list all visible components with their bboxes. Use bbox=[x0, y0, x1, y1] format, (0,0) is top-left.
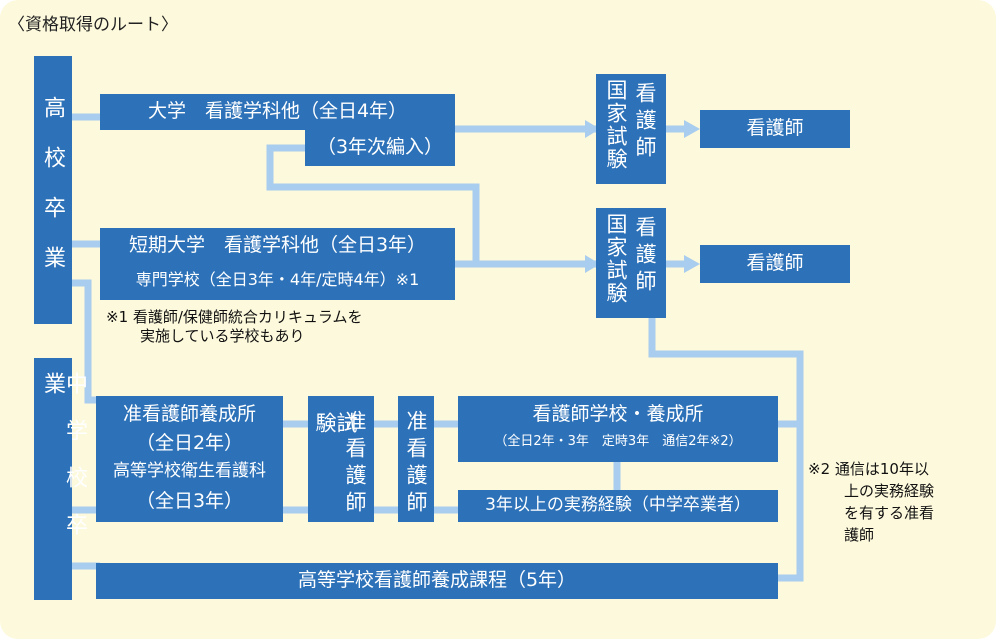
nurse-result-2-label: 看護師 bbox=[746, 252, 804, 274]
transfer-label: （3年次編入） bbox=[316, 136, 444, 158]
note-1-line-1: ※1 看護師/保健師統合カリキュラムを bbox=[106, 308, 363, 326]
assoc-exam-label-a: 試験 bbox=[313, 412, 358, 481]
assoc-training-line-3: 高等学校衛生看護科 bbox=[113, 461, 266, 481]
nursing-school-sub-label: （全日2年・3年 定時3年 通信2年※2） bbox=[494, 434, 742, 449]
note-2-line-3: を有する准看 bbox=[844, 504, 935, 522]
national-exam-1-label-b: 国家試験 bbox=[604, 79, 628, 171]
national-exam-2-label-b: 国家試験 bbox=[604, 213, 628, 305]
experience-box: 3年以上の実務経験（中学卒業者） bbox=[458, 490, 778, 522]
note-1-line-2: 実施している学校もあり bbox=[140, 327, 305, 345]
nurse-result-2-box: 看護師 bbox=[700, 245, 850, 283]
arrowhead-to-exam1 bbox=[585, 120, 600, 138]
assoc-exam-box: 試験 准看護師 bbox=[308, 396, 374, 522]
junior-college-label: 短期大学 看護学科他（全日3年） bbox=[128, 234, 427, 256]
transfer-box: （3年次編入） bbox=[305, 130, 455, 166]
note-2-line-2: 上の実務経験 bbox=[844, 482, 935, 500]
arrowhead-to-exam2 bbox=[585, 255, 600, 273]
high-school-grad-box: 高校卒業 bbox=[34, 56, 72, 324]
connector-school-to-exam2 bbox=[648, 316, 804, 428]
assoc-training-line-4: （全日3年） bbox=[135, 490, 244, 512]
middle-school-grad-box: 中学校卒業 bbox=[34, 358, 87, 600]
national-exam-1-box: 看護師 国家試験 bbox=[596, 74, 666, 184]
connector-high-to-assoc bbox=[72, 279, 100, 404]
assoc-exam-label-b: 准看護師 bbox=[343, 410, 367, 518]
assoc-nurse-box: 准看護師 bbox=[398, 396, 434, 522]
note-2-line-4: 護師 bbox=[844, 526, 875, 544]
national-exam-1-label-a: 看護師 bbox=[633, 82, 657, 163]
middle-school-grad-label: 中学校卒業 bbox=[40, 372, 87, 560]
experience-label: 3年以上の実務経験（中学卒業者） bbox=[485, 495, 751, 515]
assoc-nurse-label: 准看護師 bbox=[404, 410, 428, 518]
nursing-school-label: 看護師学校・養成所 bbox=[532, 403, 704, 425]
note-2-line-1: ※2 通信は10年以 bbox=[808, 460, 929, 478]
connector-course-to-exam2 bbox=[776, 424, 804, 582]
university-label: 大学 看護学科他（全日4年） bbox=[147, 100, 408, 122]
assoc-training-line-1: 准看護師養成所 bbox=[122, 403, 256, 425]
assoc-training-line-2: （全日2年） bbox=[135, 432, 244, 454]
highschool-course-label: 高等学校看護師養成課程（5年） bbox=[297, 569, 577, 591]
highschool-course-box: 高等学校看護師養成課程（5年） bbox=[96, 563, 778, 599]
connector-transfer-loop bbox=[266, 144, 480, 264]
page-title: 〈資格取得のルート〉 bbox=[8, 15, 178, 35]
arrowhead-to-nurse2 bbox=[684, 255, 700, 273]
national-exam-2-label-a: 看護師 bbox=[633, 216, 657, 297]
arrowhead-to-nurse1 bbox=[684, 120, 700, 138]
junior-college-box: 短期大学 看護学科他（全日3年） 専門学校（全日3年・4年/定時4年）※1 bbox=[100, 228, 455, 300]
national-exam-2-box: 看護師 国家試験 bbox=[596, 208, 666, 318]
high-school-grad-label: 高校卒業 bbox=[40, 96, 65, 296]
university-box: 大学 看護学科他（全日4年） bbox=[100, 94, 455, 130]
assoc-training-box: 准看護師養成所 （全日2年） 高等学校衛生看護科 （全日3年） bbox=[96, 396, 283, 522]
nursing-school-box: 看護師学校・養成所 （全日2年・3年 定時3年 通信2年※2） bbox=[458, 396, 778, 462]
nurse-result-1-box: 看護師 bbox=[700, 110, 850, 148]
nurse-result-1-label: 看護師 bbox=[746, 117, 804, 139]
vocational-school-label: 専門学校（全日3年・4年/定時4年）※1 bbox=[135, 270, 420, 289]
